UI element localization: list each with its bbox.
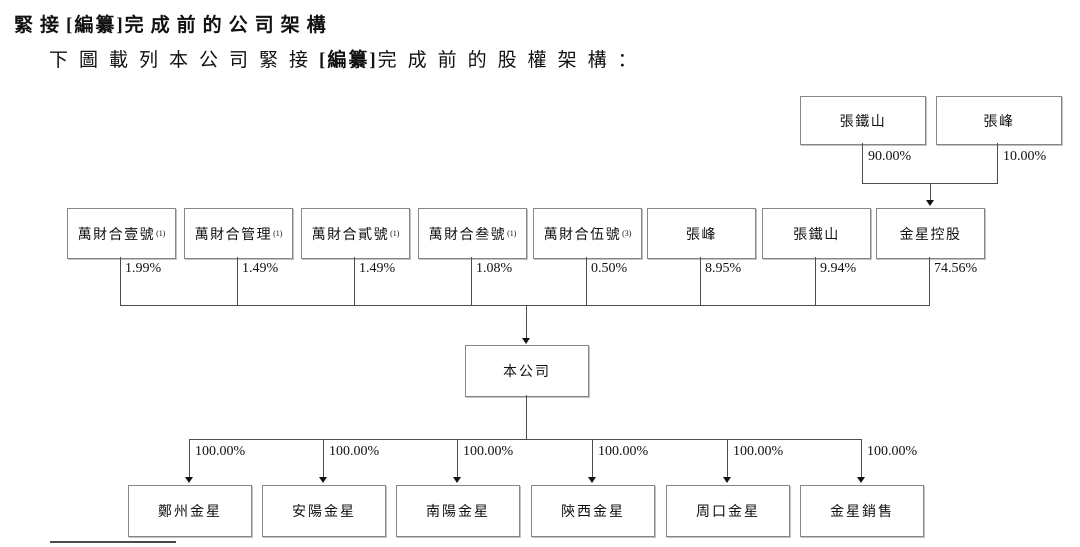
connector-line <box>862 143 863 183</box>
mid-shareholder-label: 萬財合伍號 <box>543 227 622 243</box>
subsidiary-label: 陝西金星 <box>561 505 625 520</box>
ownership-pct: 10.00% <box>1003 149 1047 164</box>
connector-line <box>592 439 593 477</box>
mid-shareholder-label: 萬財合叁號 <box>428 227 507 243</box>
mid-shareholder-box-8: 金星控股 <box>876 208 985 259</box>
mid-shareholder-box-6: 張峰 <box>647 208 756 259</box>
subsidiary-label: 鄭州金星 <box>158 505 222 520</box>
page-title-emph: [編纂] <box>66 15 125 36</box>
ownership-pct: 0.50% <box>591 261 628 276</box>
arrow-down-icon <box>185 477 193 483</box>
subsidiary-box-anyang: 安陽金星 <box>262 485 386 537</box>
ownership-pct: 100.00% <box>867 444 918 459</box>
mid-shareholder-label: 金星控股 <box>899 227 962 243</box>
connector-line <box>457 439 458 477</box>
ownership-pct: 8.95% <box>705 261 742 276</box>
ownership-pct: 74.56% <box>934 261 978 276</box>
subsidiary-label: 南陽金星 <box>426 505 490 520</box>
mid-shareholder-label: 張峰 <box>686 227 717 243</box>
subsidiary-label: 安陽金星 <box>292 505 356 520</box>
subsidiary-box-zhengzhou: 鄭州金星 <box>128 485 252 537</box>
connector-line <box>861 439 862 477</box>
connector-line <box>189 439 190 477</box>
subsidiary-label: 金星銷售 <box>830 505 894 520</box>
footnote-superscript: (1) <box>273 228 283 238</box>
page-subtitle: 下圖載列本公司緊接[編纂]完成前的股權架構： <box>49 45 648 72</box>
page-title: 緊接[編纂]完成前的公司架構 <box>14 10 333 37</box>
footnote-superscript: (1) <box>390 228 400 238</box>
connector-line <box>120 257 121 305</box>
company-label: 本公司 <box>503 365 551 380</box>
ownership-pct: 100.00% <box>598 444 649 459</box>
connector-line <box>471 257 472 305</box>
top-shareholder-label: 張峰 <box>983 114 1015 130</box>
subsidiary-box-shaanxi: 陝西金星 <box>531 485 655 537</box>
ownership-pct: 100.00% <box>329 444 380 459</box>
connector-line <box>815 257 816 305</box>
connector-line <box>586 257 587 305</box>
footnote-divider <box>50 541 176 543</box>
subsidiary-box-zhoukou: 周口金星 <box>666 485 790 537</box>
connector-line <box>929 257 930 305</box>
page-subtitle-pre: 下圖載列本公司緊接 <box>49 50 320 71</box>
connector-line <box>120 305 930 306</box>
mid-shareholder-box-7: 張鐵山 <box>762 208 871 259</box>
top-shareholder-box-zhang-feng: 張峰 <box>936 96 1062 145</box>
connector-line <box>727 439 728 477</box>
footnote-superscript: (1) <box>156 228 166 238</box>
page-subtitle-emph: [編纂] <box>319 50 378 71</box>
mid-shareholder-label: 萬財合壹號 <box>77 227 156 243</box>
mid-shareholder-box-2: 萬財合管理(1) <box>184 208 293 259</box>
arrow-down-icon <box>926 200 934 206</box>
subsidiary-box-sales: 金星銷售 <box>800 485 924 537</box>
page-title-post: 完成前的公司架構 <box>124 15 333 36</box>
mid-shareholder-label: 萬財合管理 <box>194 227 273 243</box>
ownership-pct: 100.00% <box>195 444 246 459</box>
company-box: 本公司 <box>465 345 589 397</box>
ownership-pct: 100.00% <box>733 444 784 459</box>
ownership-pct: 1.49% <box>242 261 279 276</box>
ownership-pct: 100.00% <box>463 444 514 459</box>
footnote-superscript: (1) <box>507 228 517 238</box>
subsidiary-box-nanyang: 南陽金星 <box>396 485 520 537</box>
ownership-pct: 1.08% <box>476 261 513 276</box>
connector-line <box>997 143 998 183</box>
connector-line <box>526 305 527 339</box>
mid-shareholder-box-5: 萬財合伍號(3) <box>533 208 642 259</box>
mid-shareholder-box-3: 萬財合貳號(1) <box>301 208 410 259</box>
connector-line <box>237 257 238 305</box>
connector-line <box>526 395 527 439</box>
connector-line <box>700 257 701 305</box>
connector-line <box>930 183 931 201</box>
footnote-superscript: (3) <box>622 228 632 238</box>
mid-shareholder-box-4: 萬財合叁號(1) <box>418 208 527 259</box>
mid-shareholder-label: 萬財合貳號 <box>311 227 390 243</box>
top-shareholder-label: 張鐵山 <box>839 114 887 130</box>
arrow-down-icon <box>522 338 530 344</box>
connector-line <box>189 439 861 440</box>
arrow-down-icon <box>723 477 731 483</box>
connector-line <box>354 257 355 305</box>
mid-shareholder-label: 張鐵山 <box>793 227 840 243</box>
arrow-down-icon <box>588 477 596 483</box>
ownership-pct: 1.99% <box>125 261 162 276</box>
page-subtitle-post: 完成前的股權架構： <box>377 50 648 71</box>
arrow-down-icon <box>453 477 461 483</box>
ownership-pct: 90.00% <box>868 149 912 164</box>
mid-shareholder-box-1: 萬財合壹號(1) <box>67 208 176 259</box>
subsidiary-label: 周口金星 <box>696 505 760 520</box>
connector-line <box>323 439 324 477</box>
arrow-down-icon <box>319 477 327 483</box>
ownership-pct: 9.94% <box>820 261 857 276</box>
page-title-pre: 緊接 <box>14 15 67 36</box>
top-shareholder-box-zhang-tieshan: 張鐵山 <box>800 96 926 145</box>
ownership-pct: 1.49% <box>359 261 396 276</box>
arrow-down-icon <box>857 477 865 483</box>
